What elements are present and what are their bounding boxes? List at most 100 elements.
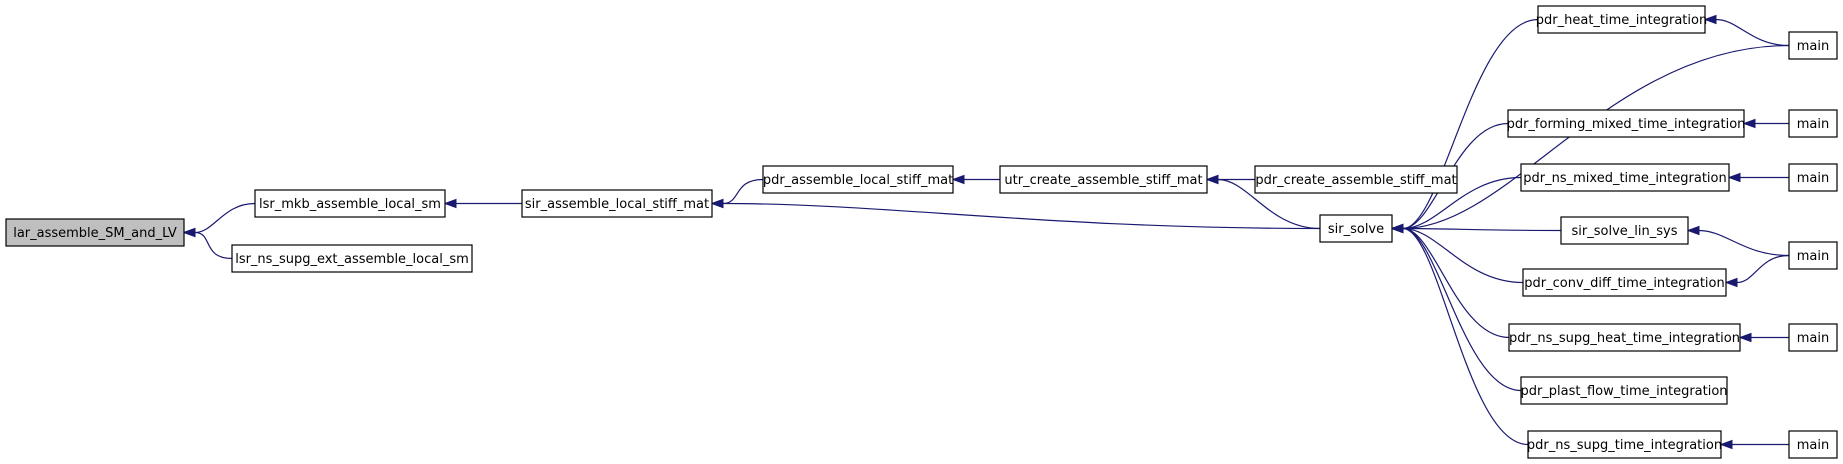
node-label: main [1797, 117, 1829, 132]
node-label: lsr_ns_supg_ext_assemble_local_sm [235, 252, 469, 267]
node-box [1507, 109, 1745, 138]
edge-arrowhead [710, 198, 724, 209]
node-box [254, 189, 446, 218]
node-box [1520, 376, 1728, 405]
node-label: utr_create_assemble_stiff_mat [1004, 173, 1202, 188]
node-box [1788, 109, 1838, 138]
node-label: main [1797, 438, 1829, 453]
edge-arrowhead [1742, 118, 1756, 129]
edge-line [1698, 229, 1790, 257]
node-lar-assemble-sm-and-lv[interactable]: lar_assemble_SM_and_LV [5, 218, 185, 247]
node-pdr-heat-time-integration[interactable]: pdr_heat_time_integration [1536, 5, 1707, 34]
node-box [1788, 31, 1838, 60]
edge-main-6-to-pdr-ns-supg-time-integration [1719, 439, 1789, 450]
node-pdr-ns-mixed-time-integration[interactable]: pdr_ns_mixed_time_integration [1520, 163, 1730, 192]
node-label: sir_solve_lin_sys [1572, 224, 1678, 239]
node-pdr-ns-supg-time-integration[interactable]: pdr_ns_supg_time_integration [1527, 430, 1722, 459]
edge-line [194, 231, 233, 260]
node-label: main [1797, 331, 1829, 346]
node-box [1522, 268, 1727, 297]
edge-arrowhead [1727, 172, 1741, 183]
node-label: main [1797, 171, 1829, 186]
node-pdr-conv-diff-time-integration[interactable]: pdr_conv_diff_time_integration [1522, 268, 1727, 297]
edge-main-4-to-sir-solve-lin-sys [1686, 225, 1790, 257]
edge-sir-solve-to-sir-assemble-local-stiff-mat [710, 198, 1321, 230]
node-label: pdr_ns_supg_heat_time_integration [1509, 331, 1740, 346]
node-box [1508, 323, 1741, 352]
node-box [5, 218, 185, 247]
node-box [762, 165, 954, 194]
node-pdr-forming-mixed-time-integration[interactable]: pdr_forming_mixed_time_integration [1507, 109, 1746, 138]
node-box [999, 165, 1208, 194]
node-box [521, 189, 713, 218]
node-main-3[interactable]: main [1788, 163, 1838, 192]
edge-arrowhead [951, 174, 965, 185]
edge-line [1402, 227, 1522, 392]
node-main-1[interactable]: main [1788, 31, 1838, 60]
edge-line [194, 202, 256, 234]
edge-line [1402, 227, 1524, 284]
edge-arrowhead [1686, 225, 1700, 236]
node-box [1520, 163, 1730, 192]
node-pdr-create-assemble-stiff-mat[interactable]: pdr_create_assemble_stiff_mat [1254, 165, 1458, 194]
edge-arrowhead [1703, 14, 1717, 25]
node-sir-solve-lin-sys[interactable]: sir_solve_lin_sys [1560, 216, 1689, 245]
node-lsr-ns-supg-ext-assemble-local-sm[interactable]: lsr_ns_supg_ext_assemble_local_sm [231, 244, 473, 273]
node-label: pdr_ns_mixed_time_integration [1523, 171, 1726, 186]
edge-line [1402, 176, 1522, 230]
edge-sir-assemble-local-stiff-mat-to-lsr-mkb-assemble-local-sm [443, 198, 523, 209]
node-box [1560, 216, 1689, 245]
edge-arrowhead [182, 227, 196, 238]
edge-line [722, 178, 764, 205]
node-label: sir_solve [1328, 222, 1384, 237]
edge-main-3-to-pdr-ns-mixed-time-integration [1727, 172, 1789, 183]
node-box [1788, 323, 1838, 352]
edge-pdr-ns-supg-time-integration-to-sir-solve [1390, 223, 1529, 446]
node-label: pdr_plast_flow_time_integration [1520, 384, 1727, 399]
node-label: main [1797, 39, 1829, 54]
node-main-4[interactable]: main [1788, 241, 1838, 270]
node-box [1537, 5, 1706, 34]
edge-arrowhead [1205, 174, 1219, 185]
node-label: lar_assemble_SM_and_LV [13, 226, 177, 241]
nodes-layer: lar_assemble_SM_and_LV lsr_mkb_assemble_l… [5, 5, 1838, 459]
node-main-5[interactable]: main [1788, 323, 1838, 352]
edge-line [1402, 227, 1562, 232]
edge-arrowhead [1719, 439, 1733, 450]
edge-lsr-ns-supg-ext-assemble-local-sm-to-lar-assemble-sm-and-lv [182, 227, 233, 260]
node-main-6[interactable]: main [1788, 430, 1838, 459]
edge-line [1402, 18, 1539, 230]
node-box [1527, 430, 1722, 459]
edge-utr-create-assemble-stiff-mat-to-pdr-assemble-local-stiff-mat [951, 174, 1000, 185]
node-utr-create-assemble-stiff-mat[interactable]: utr_create_assemble_stiff_mat [999, 165, 1208, 194]
node-sir-assemble-local-stiff-mat[interactable]: sir_assemble_local_stiff_mat [521, 189, 713, 218]
node-box [1788, 430, 1838, 459]
node-pdr-plast-flow-time-integration[interactable]: pdr_plast_flow_time_integration [1520, 376, 1728, 405]
node-box [231, 244, 473, 273]
node-label: main [1797, 249, 1829, 264]
node-label: pdr_forming_mixed_time_integration [1507, 117, 1746, 132]
node-box [1788, 163, 1838, 192]
node-main-2[interactable]: main [1788, 109, 1838, 138]
edge-main-1-to-pdr-heat-time-integration [1703, 14, 1790, 47]
edge-sir-solve-to-utr-create-assemble-stiff-mat [1205, 174, 1321, 230]
node-pdr-assemble-local-stiff-mat[interactable]: pdr_assemble_local_stiff_mat [762, 165, 954, 194]
node-box [1788, 241, 1838, 270]
edge-arrowhead [1738, 332, 1752, 343]
edge-pdr-plast-flow-time-integration-to-sir-solve [1390, 223, 1522, 392]
node-lsr-mkb-assemble-local-sm[interactable]: lsr_mkb_assemble_local_sm [254, 189, 446, 218]
node-box [1319, 214, 1393, 243]
node-pdr-ns-supg-heat-time-integration[interactable]: pdr_ns_supg_heat_time_integration [1508, 323, 1741, 352]
node-label: sir_assemble_local_stiff_mat [525, 197, 709, 212]
edge-line [1402, 227, 1510, 339]
edge-arrowhead [443, 198, 457, 209]
node-label: lsr_mkb_assemble_local_sm [259, 197, 441, 212]
node-label: pdr_heat_time_integration [1536, 13, 1707, 28]
edge-line [1402, 227, 1529, 446]
node-label: pdr_create_assemble_stiff_mat [1255, 173, 1456, 188]
edge-arrowhead [1390, 223, 1404, 234]
node-box [1254, 165, 1458, 194]
node-sir-solve[interactable]: sir_solve [1319, 214, 1393, 243]
edge-main-2-to-pdr-forming-mixed-time-integration [1742, 118, 1789, 129]
